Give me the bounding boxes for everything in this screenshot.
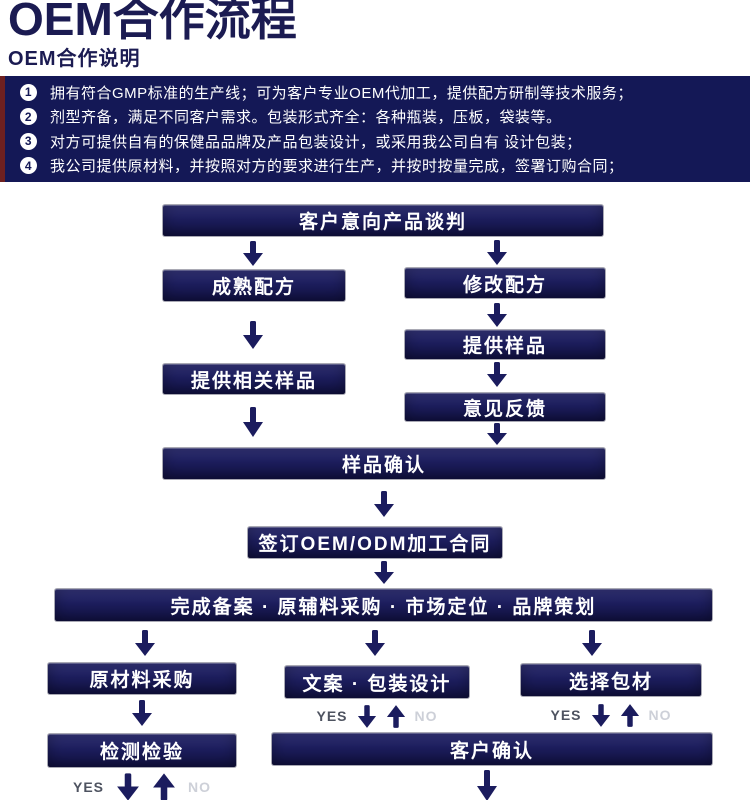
flow-box-sign-contract: 签订OEM/ODM加工合同 (248, 527, 502, 558)
note-text: 我公司提供原材料，并按照对方的要求进行生产，并按时按量完成，签署订购合同； (50, 158, 624, 176)
arrow-up-icon (386, 703, 406, 730)
arrow-down-icon (364, 629, 386, 657)
arrow-down-icon (486, 239, 508, 266)
flow-box-customer-confirm: 客户确认 (272, 733, 712, 765)
note-text: 对方可提供自有的保健品品牌及产品包装设计，或采用我公司自有 设计包装； (50, 133, 582, 151)
yes-label: YES (550, 707, 582, 723)
arrow-down-icon (116, 771, 140, 800)
no-label: NO (188, 779, 211, 795)
page-subtitle: OEM合作说明 (8, 48, 141, 70)
number-circle-icon: 1 (20, 83, 37, 101)
yes-label: YES (72, 779, 104, 795)
flow-box-filing: 完成备案 · 原辅料采购 · 市场定位 · 品牌策划 (55, 589, 712, 621)
note-text: 拥有符合GMP标准的生产线；可为客户专业OEM代加工，提供配方研制等技术服务； (50, 84, 633, 102)
arrow-down-icon (242, 406, 264, 438)
no-label: NO (414, 708, 438, 724)
arrow-down-icon (373, 560, 395, 585)
flow-box-mature-formula: 成熟配方 (163, 270, 345, 301)
flow-box-feedback: 意见反馈 (405, 393, 605, 421)
note-text: 剂型齐备，满足不同客户需求。包装形式齐全：各种瓶装，压板，袋装等。 (50, 109, 562, 127)
yes-label: YES (316, 708, 348, 724)
arrow-down-icon (486, 361, 508, 388)
yes-no-branch: YES NO (285, 701, 469, 731)
flow-box-choose-material: 选择包材 (521, 664, 701, 696)
arrow-down-icon (242, 240, 264, 267)
no-label: NO (648, 707, 672, 723)
note-item: 1 拥有符合GMP标准的生产线；可为客户专业OEM代加工，提供配方研制等技术服务… (0, 82, 740, 103)
page-title: OEM合作流程 (8, 0, 297, 45)
flow-box-sample-confirm: 样品确认 (163, 448, 605, 479)
note-item: 2 剂型齐备，满足不同客户需求。包装形式齐全：各种瓶装，压板，袋装等。 (0, 106, 740, 127)
arrow-down-icon (476, 769, 498, 800)
notes-banner: 1 拥有符合GMP标准的生产线；可为客户专业OEM代加工，提供配方研制等技术服务… (0, 76, 750, 182)
number-circle-icon: 4 (20, 157, 37, 175)
flow-box-provide-related-samples: 提供相关样品 (163, 364, 345, 394)
arrow-down-icon (131, 699, 153, 727)
flow-box-copy-package-design: 文案 · 包装设计 (285, 666, 469, 698)
flow-box-raw-material: 原材料采购 (48, 663, 236, 694)
yes-no-branch: YES NO (40, 770, 244, 800)
arrow-down-icon (357, 703, 377, 730)
flow-box-negotiation: 客户意向产品谈判 (163, 205, 603, 236)
arrow-down-icon (373, 490, 395, 518)
arrow-up-icon (620, 702, 640, 729)
note-item: 4 我公司提供原材料，并按照对方的要求进行生产，并按时按量完成，签署订购合同； (0, 155, 740, 176)
number-circle-icon: 3 (20, 132, 37, 150)
arrow-down-icon (581, 629, 603, 657)
flow-box-modify-formula: 修改配方 (405, 268, 605, 298)
yes-no-branch: YES NO (521, 700, 701, 730)
arrow-down-icon (242, 320, 264, 350)
arrow-down-icon (134, 629, 156, 657)
flow-box-provide-sample: 提供样品 (405, 330, 605, 359)
number-circle-icon: 2 (20, 108, 37, 126)
arrow-down-icon (486, 302, 508, 328)
red-accent-stripe (0, 76, 5, 182)
flow-box-inspection: 检测检验 (48, 734, 236, 767)
arrow-up-icon (152, 771, 176, 800)
note-item: 3 对方可提供自有的保健品品牌及产品包装设计，或采用我公司自有 设计包装； (0, 131, 740, 152)
arrow-down-icon (486, 422, 508, 446)
arrow-down-icon (591, 702, 611, 729)
